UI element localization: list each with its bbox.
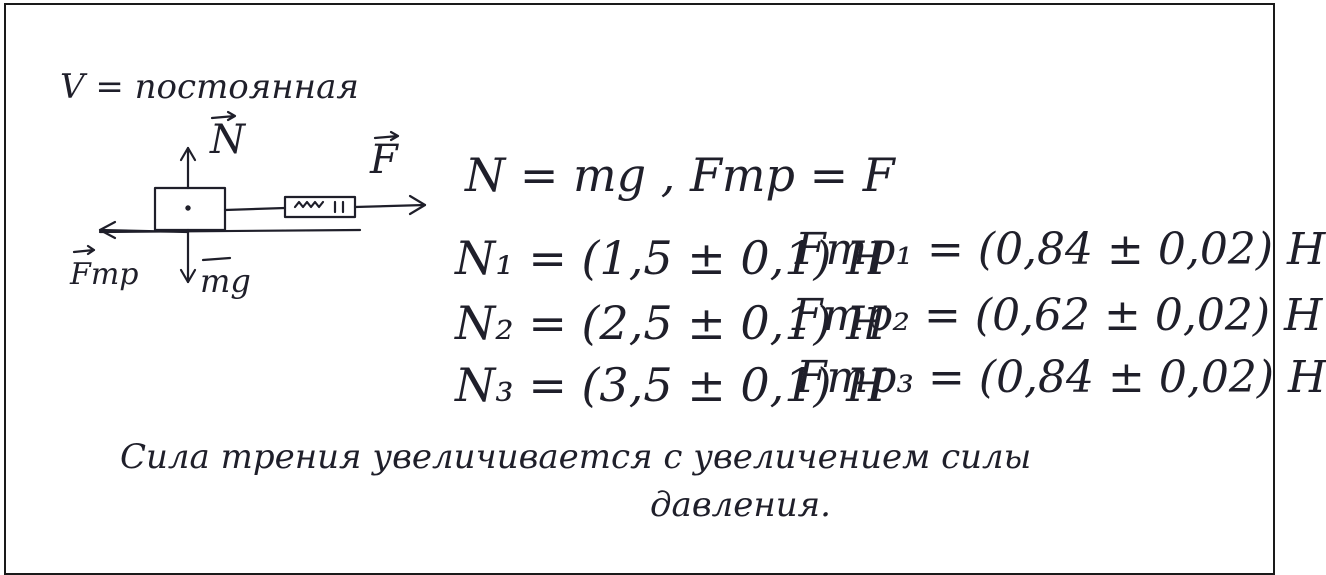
vector-mark-ftr xyxy=(72,244,96,256)
conclusion-line-2: давления. xyxy=(650,485,831,525)
vector-mark-f xyxy=(373,130,400,142)
friction-arrowhead xyxy=(98,220,117,240)
main-equation: N = mg , Fтр = F xyxy=(465,148,895,202)
normal-force-arrowhead xyxy=(179,146,197,162)
dynamometer-marks xyxy=(333,200,345,214)
normal-force-row-3: N₃ = (3,5 ± 0,1) H xyxy=(455,358,887,412)
block-center-dot xyxy=(185,205,191,211)
label-applied-force: F xyxy=(370,137,398,183)
dynamometer-spring xyxy=(293,200,325,209)
conclusion-line-1: Сила трения увеличивается с увеличением … xyxy=(120,437,1032,477)
force-diagram-drawing xyxy=(72,110,427,284)
vector-mark-n xyxy=(210,110,237,122)
normal-force-row-1: N₁ = (1,5 ± 0,1) H xyxy=(455,231,887,285)
friction-force-row-2: Fтр₂ = (0,62 ± 0,02) H xyxy=(792,290,1323,341)
worksheet-page: V = постоянная xyxy=(4,3,1326,575)
force-f-arrow xyxy=(353,203,427,209)
string-line xyxy=(223,206,287,212)
friction-force-row-3: Fтр₃ = (0,84 ± 0,02) H xyxy=(796,352,1326,403)
heading-text: V = постоянная xyxy=(60,67,359,107)
friction-arrow xyxy=(98,228,190,234)
label-friction-force: Fтр xyxy=(70,257,139,292)
normal-force-row-2: N₂ = (2,5 ± 0,1) H xyxy=(455,296,887,350)
page-border xyxy=(4,3,1275,575)
force-diagram: N F Fтр mg xyxy=(60,100,460,360)
friction-force-row-1: Fтр₁ = (0,84 ± 0,02) H xyxy=(795,224,1326,275)
vector-mark-mg xyxy=(201,256,232,262)
force-f-arrowhead xyxy=(408,194,427,216)
label-normal-force: N xyxy=(210,117,245,163)
gravity-arrowhead xyxy=(179,268,197,284)
label-gravity: mg xyxy=(200,262,251,300)
